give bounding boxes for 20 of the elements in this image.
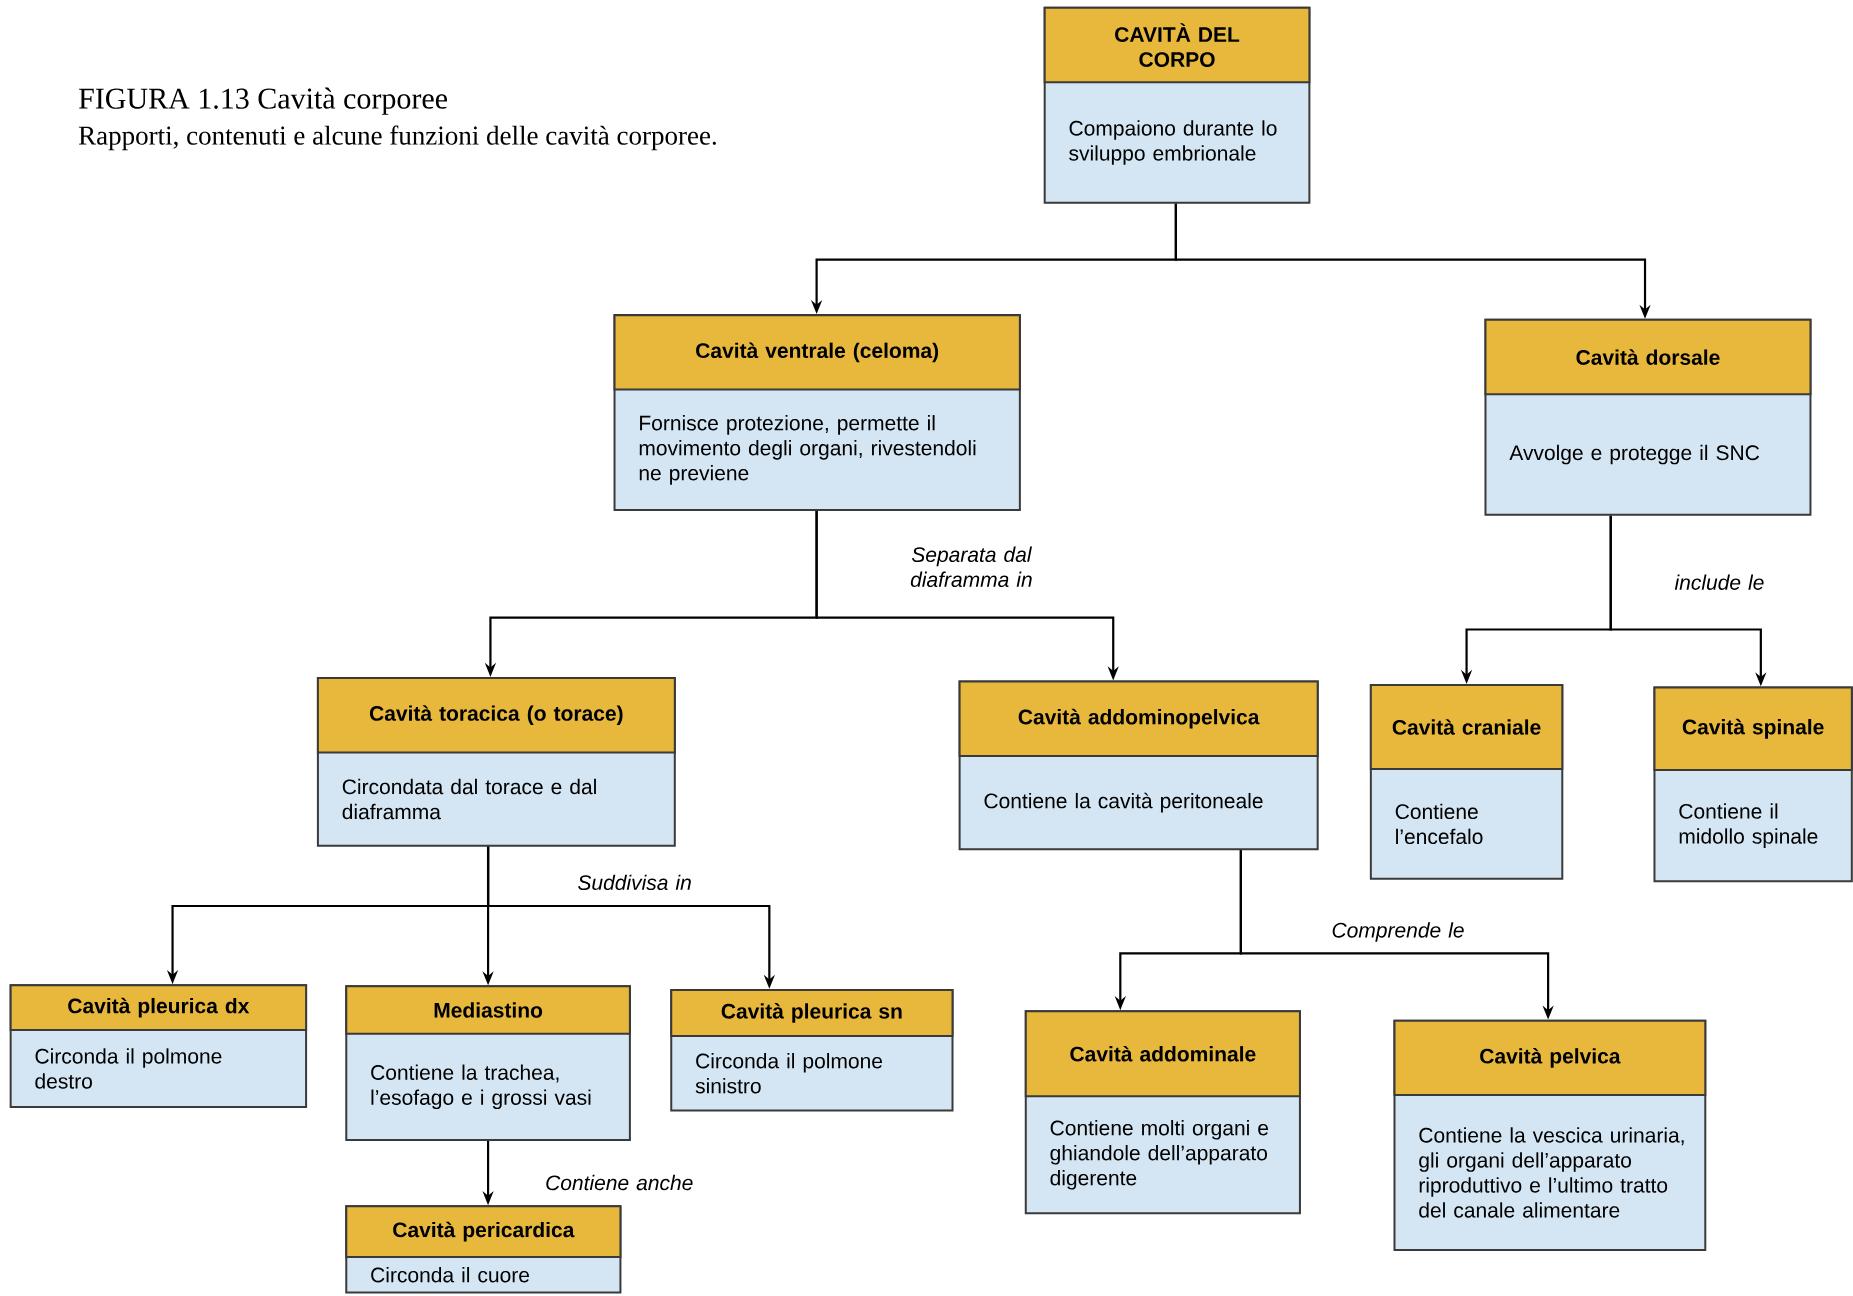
cavity-box: Cavità pelvica Contiene la vescica urinaria, gli organi dell’apparato riproduttivo e l’ultimo tratto del canale alimentare bbox=[1393, 1019, 1707, 1251]
edge-label: include le bbox=[1674, 574, 1764, 590]
edge-label: Suddivisa in bbox=[578, 874, 691, 891]
figure-caption: Rapporti, contenuti e alcune funzioni delle cavità corporee. bbox=[78, 125, 716, 151]
cavity-box: Cavità addominale Contiene molti organi e ghiandole dell’apparato digerente bbox=[1024, 1010, 1301, 1215]
cavity-box: Cavità ventrale (celoma) Fornisce protezione, permette il movimento degli organi, rivestendoli ne previene bbox=[613, 314, 1021, 512]
cavity-box: Cavità toracica (o torace) Circondata dal torace e dal diaframma bbox=[316, 676, 676, 847]
cavity-box: Cavità craniale Contiene l’encefalo bbox=[1369, 684, 1564, 880]
cavity-box: Cavità addominopelvica Contiene la cavità peritoneale bbox=[958, 680, 1319, 851]
cavity-box: CAVITÀ DEL CORPO Compaiono durante lo sviluppo embrionale bbox=[1043, 6, 1311, 204]
cavity-box: Cavità dorsale Avvolge e protegge il SNC bbox=[1484, 318, 1812, 516]
cavity-box: Cavità pleurica sn Circonda il polmone sinistro bbox=[670, 988, 954, 1112]
cavity-box: Cavità pleurica dx Circonda il polmone destro bbox=[9, 984, 308, 1108]
edge-label: Contiene anche bbox=[546, 1174, 693, 1191]
figure-title: FIGURA 1.13 Cavità corporee bbox=[79, 87, 447, 115]
edge-label: Separata dal diaframma in bbox=[910, 546, 1032, 588]
edge-label: Comprende le bbox=[1332, 922, 1464, 942]
cavity-box: Cavità pericardica Circonda il cuore bbox=[345, 1205, 622, 1294]
cavity-box: Cavità spinale Contiene il midollo spinale bbox=[1653, 686, 1853, 883]
cavity-box: Mediastino Contiene la trachea, l’esofago e i grossi vasi bbox=[345, 985, 631, 1141]
